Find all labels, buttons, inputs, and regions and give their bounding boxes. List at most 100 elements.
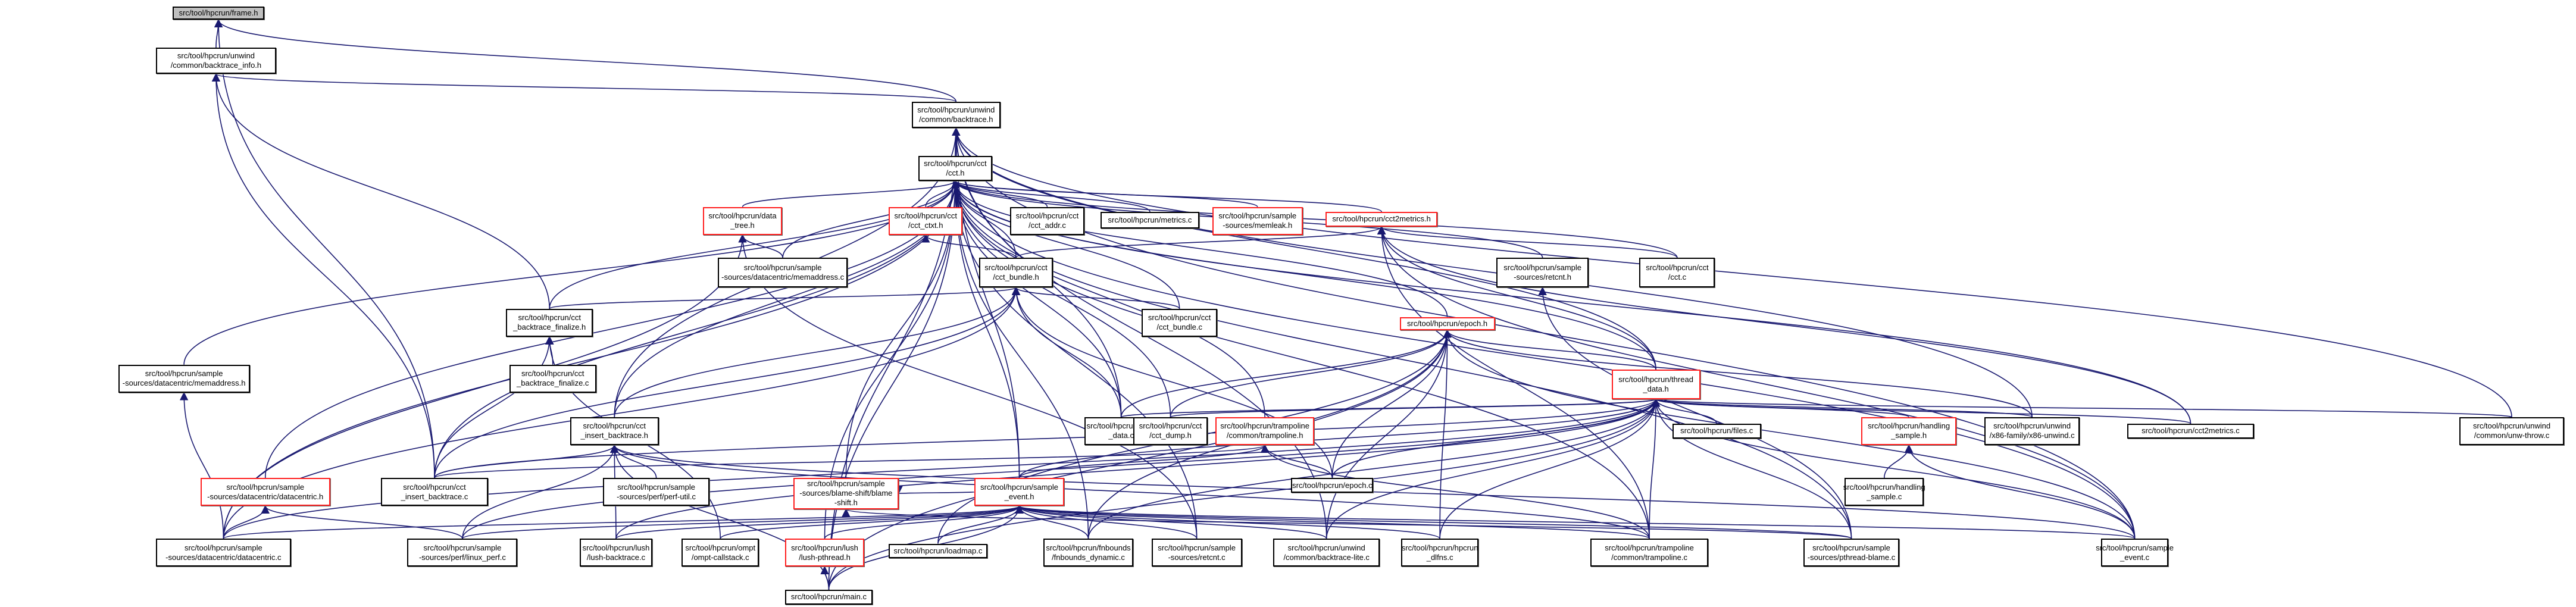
graph-node-backtrace-h[interactable]: src/tool/hpcrun/unwind /common/backtrace…: [911, 102, 1001, 129]
graph-node-cct-h[interactable]: src/tool/hpcrun/cct /cct.h: [918, 156, 993, 181]
graph-node-cct-bundle-c[interactable]: src/tool/hpcrun/cct /cct_bundle.c: [1142, 308, 1218, 337]
node-label: src/tool/hpcrun/trampoline /common/tramp…: [1605, 543, 1694, 562]
node-label: src/tool/hpcrun/unwind /common/backtrace…: [917, 105, 995, 124]
graph-node-thread-data-h[interactable]: src/tool/hpcrun/thread _data.h: [1611, 370, 1700, 399]
graph-node-cct-ctxt-h[interactable]: src/tool/hpcrun/cct /cct_ctxt.h: [889, 206, 963, 235]
graph-node-perf-util-c[interactable]: src/tool/hpcrun/sample -sources/perf/per…: [602, 478, 710, 506]
edge-x86_unwind_c-to-backtrace_h: [952, 127, 2033, 418]
graph-node-lush-backtrace-c[interactable]: src/tool/hpcrun/lush /lush-backtrace.c: [580, 539, 652, 567]
edge-insert_bt_c-to-frame_h: [214, 18, 435, 478]
graph-node-backtrace-lite-c[interactable]: src/tool/hpcrun/unwind /common/backtrace…: [1273, 539, 1380, 567]
edge-cct2metrics_c-to-cct2metrics_h: [1377, 226, 2192, 424]
edge-datacentric_h-to-cct_h: [264, 180, 960, 478]
edge-main_c-to-backtrace_h: [828, 127, 961, 590]
graph-node-cct-c[interactable]: src/tool/hpcrun/cct /cct.c: [1639, 258, 1715, 287]
graph-node-metrics-c[interactable]: src/tool/hpcrun/metrics.c: [1101, 212, 1199, 229]
graph-node-retcnt-h[interactable]: src/tool/hpcrun/sample -sources/retcnt.h: [1496, 258, 1589, 287]
graph-node-insert-bt-h[interactable]: src/tool/hpcrun/cct _insert_backtrace.h: [570, 417, 659, 445]
edge-main_c-to-lush_pthread_h: [820, 565, 830, 590]
graph-node-cct-dump-h[interactable]: src/tool/hpcrun/cct /cct_dump.h: [1133, 417, 1208, 445]
graph-node-sample-event-h[interactable]: src/tool/hpcrun/sample _event.h: [974, 478, 1065, 506]
node-label: src/tool/hpcrun/sample -sources/datacent…: [207, 482, 324, 501]
edge-cct_bundle_h-to-cct2metrics_h: [1015, 226, 1386, 259]
graph-node-x86-unwind-c[interactable]: src/tool/hpcrun/unwind /x86-family/x86-u…: [1984, 417, 2080, 445]
edge-pthread_blame_c-to-thread_data_h: [1651, 398, 1852, 539]
graph-node-trampoline-h[interactable]: src/tool/hpcrun/trampoline /common/tramp…: [1215, 417, 1314, 445]
node-label: src/tool/hpcrun/cct _backtrace_finalize.…: [517, 369, 589, 388]
edge-cct_c-to-cct_h: [951, 180, 1678, 258]
graph-node-pthread-blame-c[interactable]: src/tool/hpcrun/sample -sources/pthread-…: [1803, 539, 1899, 567]
graph-node-files-c[interactable]: src/tool/hpcrun/files.c: [1672, 424, 1761, 439]
edge-trampoline_c-to-thread_data_h: [1649, 398, 1661, 539]
edge-backtrace_h-to-frame_h: [214, 18, 957, 102]
edge-metrics_c-to-cct_h: [951, 180, 1151, 212]
graph-node-memaddress-h[interactable]: src/tool/hpcrun/sample -sources/datacent…: [118, 364, 250, 393]
graph-node-handling-sample-c[interactable]: src/tool/hpcrun/handling _sample.c: [1843, 478, 1925, 506]
graph-node-unw-throw-c[interactable]: src/tool/hpcrun/unwind /common/unw-throw…: [2459, 417, 2565, 445]
graph-node-epoch-c[interactable]: src/tool/hpcrun/epoch.c: [1291, 478, 1374, 493]
edge-cct_dump_h-to-epoch_h: [1170, 329, 1452, 418]
graph-node-ompt-callstack-c[interactable]: src/tool/hpcrun/ompt /ompt-callstack.c: [681, 539, 759, 567]
graph-node-cct-bundle-h[interactable]: src/tool/hpcrun/cct /cct_bundle.h: [978, 258, 1053, 287]
edge-finalize_h-to-cct_h: [549, 180, 960, 309]
graph-node-handling-sample-h[interactable]: src/tool/hpcrun/handling _sample.h: [1861, 417, 1957, 445]
graph-node-epoch-h[interactable]: src/tool/hpcrun/epoch.h: [1399, 317, 1495, 330]
edge-sample_event_c-to-sample_event_h: [1015, 505, 2136, 539]
node-label: src/tool/hpcrun/main.c: [790, 592, 867, 602]
graph-node-linux-perf-c[interactable]: src/tool/hpcrun/sample -sources/perf/lin…: [407, 539, 518, 567]
edge-insert_bt_c-to-bt_info_h: [211, 73, 435, 478]
edge-fnbounds_dynamic_c-to-thread_data_h: [1087, 398, 1661, 539]
graph-node-blame-shift-h[interactable]: src/tool/hpcrun/sample -sources/blame-sh…: [793, 478, 899, 509]
graph-node-cct2metrics-c[interactable]: src/tool/hpcrun/cct2metrics.c: [2127, 424, 2254, 439]
edge-linux_perf_c-to-sample_event_h: [462, 505, 1024, 539]
edge-retcnt_c-to-cct_h: [951, 180, 1198, 539]
graph-node-trampoline-c[interactable]: src/tool/hpcrun/trampoline /common/tramp…: [1590, 539, 1709, 567]
edge-sample_event_h-to-trampoline_h: [1018, 444, 1270, 478]
graph-node-datacentric-c[interactable]: src/tool/hpcrun/sample -sources/datacent…: [156, 539, 291, 567]
node-label: src/tool/hpcrun/cct _backtrace_finalize.…: [513, 313, 586, 332]
graph-node-memaddress-c[interactable]: src/tool/hpcrun/sample -sources/datacent…: [718, 258, 848, 287]
node-label: src/tool/hpcrun/unwind /common/backtrace…: [170, 51, 262, 70]
graph-node-insert-bt-c[interactable]: src/tool/hpcrun/cct _insert_backtrace.c: [381, 478, 488, 506]
node-label: src/tool/hpcrun/fnbounds /fnbounds_dynam…: [1046, 543, 1131, 562]
node-label: src/tool/hpcrun/hpcrun _dlfns.c: [1401, 543, 1478, 562]
node-label: src/tool/hpcrun/thread _data.h: [1618, 374, 1693, 393]
edge-linux_perf_c-to-insert_bt_h: [462, 444, 619, 539]
edge-write_data_c-to-epoch_h: [1120, 329, 1452, 418]
edge-x86_unwind_c-to-thread_data_h: [1652, 398, 2033, 418]
graph-node-memleak-h[interactable]: src/tool/hpcrun/sample -sources/memleak.…: [1212, 206, 1303, 235]
node-label: src/tool/hpcrun/lush /lush-pthread.h: [791, 543, 858, 562]
graph-node-cct2metrics-h[interactable]: src/tool/hpcrun/cct2metrics.h: [1325, 212, 1437, 227]
graph-node-sample-event-c[interactable]: src/tool/hpcrun/sample _event.c: [2096, 539, 2174, 567]
graph-node-finalize-h[interactable]: src/tool/hpcrun/cct _backtrace_finalize.…: [506, 308, 593, 337]
graph-node-retcnt-c[interactable]: src/tool/hpcrun/sample -sources/retcnt.c: [1151, 539, 1242, 567]
edge-cct_bundle_c-to-cct_bundle_h: [1012, 286, 1180, 309]
node-label: src/tool/hpcrun/lush /lush-backtrace.c: [582, 543, 650, 562]
edge-pthread_blame_c-to-retcnt_h: [1538, 286, 1852, 539]
edge-datacentric_c-to-thread_data_h: [223, 398, 1661, 539]
node-label: src/tool/hpcrun/cct /cct_bundle.c: [1148, 313, 1211, 332]
graph-node-dlfns-c[interactable]: src/tool/hpcrun/hpcrun _dlfns.c: [1401, 539, 1478, 567]
node-label: src/tool/hpcrun/cct /cct_ctxt.h: [894, 211, 958, 230]
graph-node-datacentric-h[interactable]: src/tool/hpcrun/sample -sources/datacent…: [200, 478, 330, 506]
edge-cct_c-to-cct2metrics_h: [1377, 226, 1678, 259]
edge-data_tree_h-to-cct_h: [742, 180, 959, 208]
edge-cct_bundle_c-to-cct_h: [951, 180, 1180, 309]
node-label: src/tool/hpcrun/files.c: [1680, 426, 1753, 436]
edge-retcnt_c-to-data_tree_h: [738, 234, 1198, 539]
edge-finalize_h-to-bt_info_h: [211, 73, 551, 309]
graph-node-lush-pthread-h[interactable]: src/tool/hpcrun/lush /lush-pthread.h: [785, 539, 864, 567]
graph-node-loadmap-c[interactable]: src/tool/hpcrun/loadmap.c: [889, 543, 987, 559]
graph-node-fnbounds-dynamic-c[interactable]: src/tool/hpcrun/fnbounds /fnbounds_dynam…: [1043, 539, 1134, 567]
graph-node-main-c[interactable]: src/tool/hpcrun/main.c: [785, 589, 873, 605]
graph-node-cct-addr-c[interactable]: src/tool/hpcrun/cct /cct_addr.c: [1010, 206, 1084, 235]
graph-node-data-tree-h[interactable]: src/tool/hpcrun/data _tree.h: [703, 206, 782, 235]
edge-trampoline_c-to-trampoline_h: [1261, 444, 1650, 539]
graph-node-bt-info-h[interactable]: src/tool/hpcrun/unwind /common/backtrace…: [156, 48, 276, 74]
edge-handling_sample_c-to-handling_sample_h: [1883, 444, 1914, 478]
edge-linux_perf_c-to-datacentric_h: [261, 505, 463, 539]
edge-sample_event_h-to-blame_shift_h: [895, 485, 975, 495]
graph-node-frame-h[interactable]: src/tool/hpcrun/frame.h: [172, 7, 265, 20]
graph-node-finalize-c[interactable]: src/tool/hpcrun/cct _backtrace_finalize.…: [509, 364, 596, 393]
edge-sample_event_c-to-epoch_h: [1443, 329, 2136, 539]
